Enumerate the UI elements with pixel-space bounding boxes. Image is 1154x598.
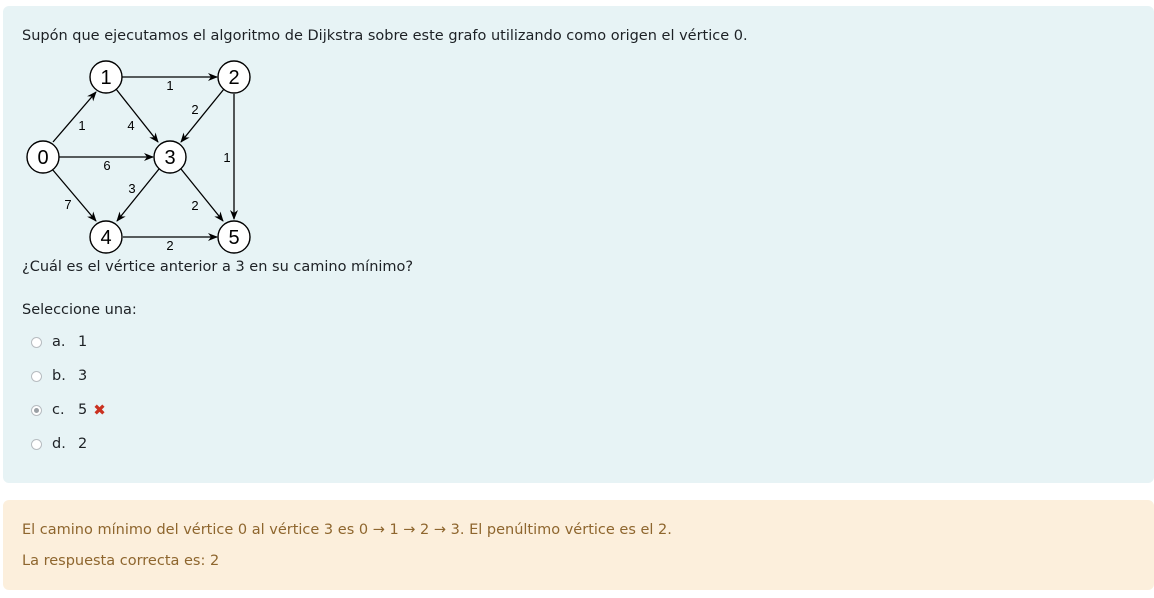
- option-d-letter: d.: [52, 436, 66, 452]
- incorrect-icon: ✖: [93, 401, 106, 419]
- edge-weight-2-5: 1: [223, 150, 230, 165]
- vertex-0-circle: [26, 140, 60, 174]
- vertex-5-label: 5: [228, 227, 239, 249]
- option-a-letter: a.: [52, 334, 66, 350]
- option-d-radio[interactable]: [31, 438, 42, 450]
- edge-0-4: [51, 168, 97, 222]
- edge-2-3: [180, 88, 225, 143]
- option-b[interactable]: b. 3: [31, 366, 87, 386]
- vertex-3-circle: [153, 140, 187, 174]
- option-a-radio[interactable]: [31, 336, 42, 348]
- sub-question: ¿Cuál es el vértice anterior a 3 en su c…: [22, 259, 414, 275]
- general-feedback: El camino mínimo del vértice 0 al vértic…: [22, 522, 672, 538]
- edge-3-5: [180, 168, 224, 222]
- option-a-value: 1: [78, 334, 88, 350]
- right-answer: La respuesta correcta es: 2: [22, 553, 220, 569]
- option-c[interactable]: c. 5 ✖: [31, 400, 106, 420]
- vertex-4-label: 4: [100, 227, 111, 249]
- edge-weight-1-3: 4: [127, 118, 134, 133]
- edge-weight-3-4: 3: [128, 181, 135, 196]
- vertex-1-circle: [89, 60, 123, 94]
- edge-weight-0-3: 6: [103, 158, 110, 173]
- feedback-panel: El camino mínimo del vértice 0 al vértic…: [3, 500, 1154, 590]
- edge-weight-0-1: 1: [78, 118, 85, 133]
- edge-0-1: [52, 91, 97, 143]
- option-b-radio[interactable]: [31, 370, 42, 382]
- edge-weight-2-3: 2: [191, 102, 198, 117]
- vertex-0-label: 0: [37, 147, 48, 169]
- option-a[interactable]: a. 1: [31, 332, 87, 352]
- question-prompt: Supón que ejecutamos el algoritmo de Dij…: [22, 28, 748, 44]
- dijkstra-graph: 1 1 4 2 6 1 7 3 2 2 0 1 2 3 4 5: [26, 60, 251, 254]
- option-c-value: 5: [78, 402, 88, 418]
- vertex-3-label: 3: [164, 147, 175, 169]
- edge-weight-3-5: 2: [191, 198, 198, 213]
- option-d-value: 2: [78, 436, 88, 452]
- edge-weight-4-5: 2: [166, 238, 173, 253]
- edge-weight-0-4: 7: [64, 197, 71, 212]
- option-c-radio[interactable]: [31, 404, 42, 416]
- option-b-value: 3: [78, 368, 88, 384]
- vertex-2-label: 2: [228, 67, 239, 89]
- select-one-label: Seleccione una:: [22, 302, 137, 318]
- vertex-4-circle: [89, 220, 123, 254]
- edge-1-3: [115, 88, 159, 143]
- edge-3-4: [116, 168, 160, 222]
- vertex-1-label: 1: [100, 67, 111, 89]
- vertex-5-circle: [217, 220, 251, 254]
- option-c-letter: c.: [52, 402, 65, 418]
- question-panel: Supón que ejecutamos el algoritmo de Dij…: [3, 6, 1154, 483]
- edge-weight-1-2: 1: [166, 78, 173, 93]
- option-d[interactable]: d. 2: [31, 434, 87, 454]
- vertex-2-circle: [217, 60, 251, 94]
- option-b-letter: b.: [52, 368, 66, 384]
